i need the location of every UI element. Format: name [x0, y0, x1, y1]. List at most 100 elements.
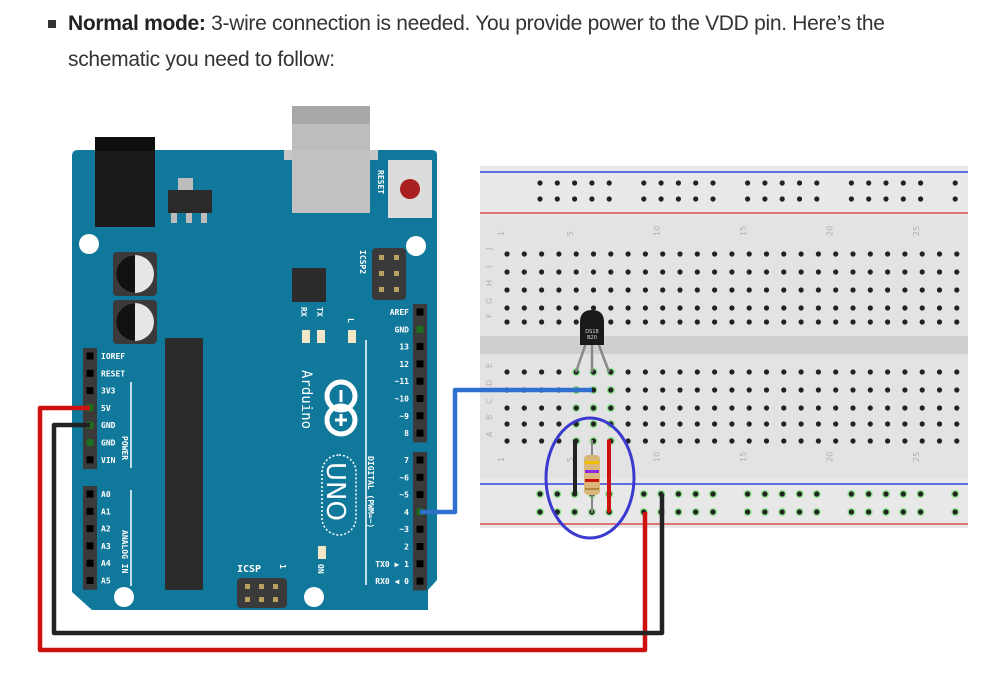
breadboard-hole — [885, 319, 891, 325]
header-pin[interactable] — [416, 429, 424, 437]
breadboard-hole — [625, 405, 631, 411]
header-pin[interactable] — [416, 456, 424, 464]
usb-tab-right — [370, 150, 378, 160]
rail-hole — [918, 491, 924, 497]
breadboard-hole — [850, 369, 856, 375]
breadboard-hole — [694, 269, 700, 275]
header-pin[interactable] — [416, 577, 424, 585]
rail-hole — [606, 180, 612, 186]
breadboard-hole — [712, 319, 718, 325]
header-pin[interactable] — [86, 542, 94, 550]
header-pin[interactable] — [416, 308, 424, 316]
pin-label: 12 — [399, 360, 409, 369]
header-pin[interactable] — [86, 352, 94, 360]
breadboard-hole — [660, 438, 666, 444]
rx-label: RX — [299, 307, 308, 317]
header-pin[interactable] — [416, 325, 424, 333]
header-pin[interactable] — [86, 456, 94, 464]
breadboard-hole — [885, 269, 891, 275]
header-pin[interactable] — [416, 377, 424, 385]
rail-hole — [693, 509, 699, 515]
breadboard-hole — [556, 319, 562, 325]
header-pin[interactable] — [86, 577, 94, 584]
rail-hole — [952, 491, 958, 497]
header-pin[interactable] — [416, 395, 424, 402]
breadboard-hole — [850, 438, 856, 444]
pin-label: A3 — [101, 542, 111, 551]
l-led — [348, 330, 356, 343]
icsp2-pins — [379, 255, 399, 292]
tx-led — [317, 330, 325, 343]
breadboard-hole — [573, 319, 579, 325]
header-pin[interactable] — [416, 360, 424, 368]
header-pin[interactable] — [416, 560, 424, 568]
breadboard-hole — [902, 305, 908, 311]
pin-label: ~10 — [395, 395, 410, 404]
breadboard-hole — [521, 405, 527, 411]
header-pin[interactable] — [416, 543, 424, 550]
breadboard-hole — [694, 251, 700, 257]
breadboard-hole — [625, 369, 631, 375]
header-pin[interactable] — [86, 559, 94, 567]
breadboard-hole — [521, 305, 527, 311]
breadboard-hole — [712, 387, 718, 393]
tx-label: TX — [315, 307, 324, 317]
breadboard-hole — [781, 421, 787, 427]
breadboard-hole — [556, 305, 562, 311]
rail-hole — [554, 491, 560, 497]
breadboard-hole — [781, 387, 787, 393]
header-pin[interactable] — [86, 490, 94, 498]
dc-jack-top — [95, 137, 155, 151]
breadboard-hole — [746, 287, 752, 293]
rail-hole — [762, 509, 768, 515]
header-pin[interactable] — [86, 439, 94, 446]
breadboard-hole — [712, 421, 718, 427]
breadboard-hole — [539, 369, 545, 375]
header-pin[interactable] — [416, 343, 424, 351]
breadboard-hole — [729, 251, 735, 257]
breadboard-hole — [590, 269, 597, 275]
breadboard-hole — [746, 421, 752, 427]
rail-hole — [675, 491, 682, 497]
column-number: 15 — [739, 226, 748, 236]
pin-label: 2 — [404, 543, 409, 552]
breadboard-hole — [625, 387, 631, 393]
breadboard-hole — [902, 438, 908, 444]
header-pin[interactable] — [86, 387, 94, 395]
rail-hole — [952, 509, 958, 515]
regulator-tab — [178, 178, 193, 190]
breadboard-hole — [729, 269, 735, 275]
pin-label: GND — [101, 421, 116, 430]
rail-hole — [814, 180, 820, 186]
rail-hole — [952, 196, 958, 202]
rail-hole — [606, 196, 612, 202]
reset-button-cap[interactable] — [400, 179, 420, 199]
breadboard-hole — [936, 305, 943, 311]
pin-label: ~5 — [399, 491, 409, 500]
breadboard-hole — [781, 305, 787, 311]
breadboard-hole — [556, 251, 562, 257]
header-pin[interactable] — [86, 507, 94, 515]
header-pin[interactable] — [416, 473, 424, 481]
header-pin[interactable] — [86, 525, 94, 533]
breadboard-hole — [850, 269, 856, 275]
rail-hole — [779, 491, 785, 497]
header-pin[interactable] — [416, 491, 424, 499]
breadboard-hole — [919, 438, 925, 444]
header-pin[interactable] — [86, 369, 94, 377]
breadboard-hole — [867, 319, 873, 325]
header-pin[interactable] — [416, 525, 424, 533]
column-number: 5 — [566, 231, 575, 236]
header-pin[interactable] — [416, 412, 424, 420]
rail-hole — [848, 509, 855, 515]
rail-hole — [658, 180, 664, 186]
rail-hole — [883, 491, 889, 497]
usb-connector-top — [292, 106, 370, 124]
mode-description: 3-wire connection is needed. You provide… — [68, 12, 885, 71]
row-letter: H — [485, 280, 494, 286]
mounting-hole — [406, 236, 426, 256]
breadboard-hole — [850, 305, 856, 311]
breadboard-hole — [625, 287, 631, 293]
breadboard-hole — [902, 387, 908, 393]
breadboard-hole — [815, 287, 822, 293]
